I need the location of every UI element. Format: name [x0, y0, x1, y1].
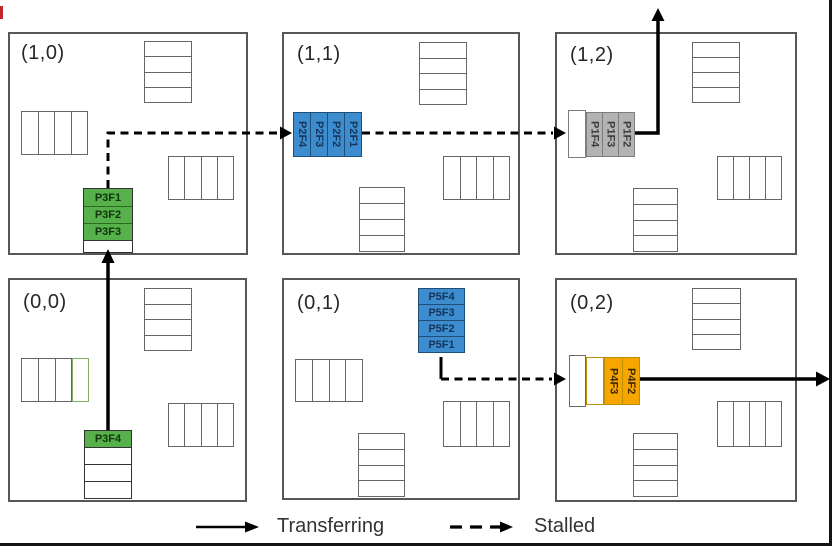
flit-p3f3: P3F3 [84, 223, 132, 240]
legend-transferring-label: Transferring [277, 515, 385, 537]
tile-1-2-east-buffer [717, 156, 782, 200]
arrowhead-up-icon [651, 8, 665, 21]
flit-p5f3: P5F3 [419, 304, 464, 320]
tile-label-0-0: (0,0) [23, 291, 67, 313]
p3-flit-queue-tail: P3F4 [84, 430, 132, 499]
p1-flit-queue: P1F4 P1F3 P1F2 [586, 112, 635, 157]
arrow-transferring-p1 [635, 20, 660, 135]
arrowhead-right-icon [245, 521, 259, 533]
legend-stalled-label: Stalled [534, 515, 596, 537]
tile-label-1-1: (1,1) [297, 43, 341, 65]
empty-flit-slot [85, 447, 131, 464]
flit-p2f4: P2F4 [294, 113, 310, 156]
bottom-edge-border [0, 543, 832, 546]
tile-0-1-south-buffer [358, 433, 405, 497]
empty-flit-slot [569, 355, 586, 407]
tile-1-1-south-buffer [359, 187, 405, 252]
p2-flit-queue: P2F4 P2F3 P2F2 P2F1 [293, 112, 362, 157]
tile-0-2-north-buffer [692, 288, 741, 350]
left-edge-red-mark [0, 6, 3, 19]
tile-1-2-north-buffer [692, 42, 740, 103]
tile-0-0-north-buffer [144, 288, 192, 351]
flit-p1f3: P1F3 [602, 113, 618, 156]
flit-p5f1: P5F1 [419, 336, 464, 352]
tile-label-1-0: (1,0) [21, 42, 65, 64]
arrowhead-up-icon [101, 249, 115, 263]
tile-label-1-2: (1,2) [570, 44, 614, 66]
arrowhead-right-icon [280, 126, 292, 140]
p5-flit-queue: P5F4 P5F3 P5F2 P5F1 [418, 288, 465, 353]
tile-1-0-west-buffer [21, 111, 88, 155]
arrow-stalled-p3 [106, 131, 280, 188]
flit-p1f2: P1F2 [618, 113, 634, 156]
arrowhead-right-icon [554, 372, 566, 386]
flit-p3f1: P3F1 [84, 189, 132, 206]
flit-p2f2: P2F2 [327, 113, 344, 156]
flit-p4f3: P4F3 [605, 358, 622, 404]
empty-flit-slot [85, 464, 131, 481]
tile-0-2-east-buffer [717, 401, 782, 447]
tile-1-1-north-buffer [419, 42, 467, 105]
tile-0-1-west-buffer [295, 359, 363, 402]
empty-flit-slot [586, 357, 604, 405]
tile-0-0-east-buffer [168, 403, 234, 447]
flit-p5f2: P5F2 [419, 320, 464, 336]
arrowhead-right-icon [816, 371, 830, 387]
empty-flit-slot [84, 240, 132, 252]
tile-1-2-south-buffer [633, 188, 678, 252]
p3-flit-queue-head: P3F1 P3F2 P3F3 [83, 188, 133, 253]
empty-flit-slot [568, 110, 586, 158]
right-edge-border [829, 0, 832, 546]
flit-p4f2: P4F2 [621, 358, 639, 404]
tile-label-0-2: (0,2) [570, 292, 614, 314]
arrowhead-right-icon [554, 126, 566, 140]
tile-0-1-east-buffer [443, 401, 510, 447]
flit-p2f1: P2F1 [344, 113, 361, 156]
empty-flit-slot [85, 481, 131, 498]
tile-0-2-south-buffer [633, 433, 678, 497]
reserved-slot-highlight [72, 358, 89, 402]
flit-p3f4: P3F4 [85, 431, 131, 447]
tile-1-0-east-buffer [168, 156, 234, 200]
arrowhead-right-icon [500, 521, 513, 533]
flit-p2f3: P2F3 [310, 113, 327, 156]
flit-p1f4: P1F4 [587, 113, 602, 156]
tile-1-0-north-buffer [144, 41, 192, 103]
tile-label-0-1: (0,1) [297, 292, 341, 314]
tile-1-1-east-buffer [443, 156, 510, 200]
flit-p3f2: P3F2 [84, 206, 132, 223]
p4-flit-queue: P4F3 P4F2 [604, 357, 640, 405]
flit-p5f4: P5F4 [419, 289, 464, 304]
